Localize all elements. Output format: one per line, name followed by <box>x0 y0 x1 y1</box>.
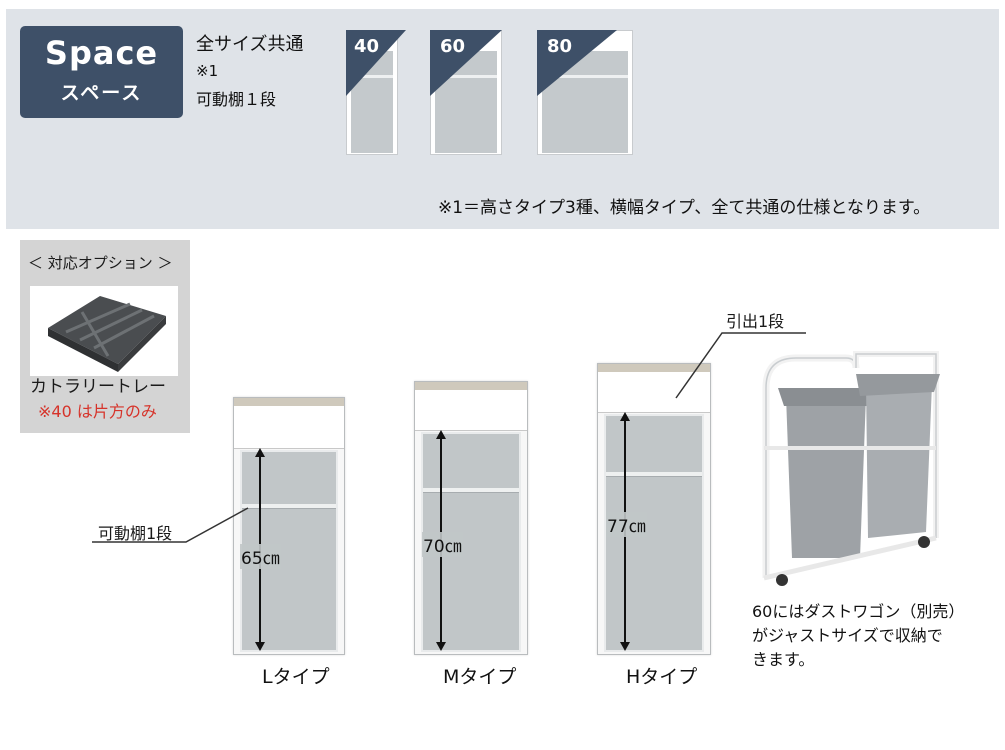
wagon-note-line-1: 60にはダストワゴン（別売） <box>752 602 965 621</box>
type-label-m: Mタイプ <box>443 666 517 688</box>
height-label-m: 70㎝ <box>422 532 463 557</box>
cutlery-tray-icon <box>48 296 166 372</box>
footnote-text: ※1＝高さタイプ3種、横幅タイプ、全て共通の仕様となります。 <box>438 198 931 218</box>
option-heading: ＜ 対応オプション ＞ <box>28 254 173 272</box>
wagon-note-line-3: きます。 <box>752 650 815 669</box>
drawer-callout-label: 引出1段 <box>726 312 785 331</box>
size-60-tag <box>430 30 502 96</box>
wagon-note-line-2: がジャストサイズで収納で <box>752 626 943 645</box>
cabinet-l-drawer <box>234 406 344 449</box>
space-title-en: Space <box>44 34 159 72</box>
space-title-jp: スペース <box>60 82 143 104</box>
height-label-l: 65㎝ <box>240 544 281 569</box>
common-shelf-text: 可動棚１段 <box>196 90 277 109</box>
size-80-cabinet: 80 <box>537 30 633 155</box>
type-label-l: Lタイプ <box>262 666 330 688</box>
size-40-tag <box>346 30 406 96</box>
dust-wagon-image <box>756 348 946 588</box>
cabinet-h-drawer <box>598 372 710 413</box>
size-60-cabinet: 60 <box>430 30 502 155</box>
cutlery-tray-image <box>30 286 178 376</box>
option-caution: ※40 は片方のみ <box>38 402 157 421</box>
option-name: カトラリートレー <box>30 377 166 397</box>
size-80-tag <box>537 30 617 96</box>
dust-wagon-icon <box>762 351 940 586</box>
common-heading: 全サイズ共通 <box>196 34 304 55</box>
cabinet-m-drawer <box>415 390 527 431</box>
cabinet-m-shelf <box>423 488 519 493</box>
shelf-callout-label: 可動棚1段 <box>98 524 173 543</box>
type-label-h: Hタイプ <box>626 666 698 688</box>
space-badge: Space スペース <box>20 26 183 118</box>
footnote-ref: ※1 <box>196 62 219 80</box>
size-60-label: 60 <box>440 36 466 57</box>
height-label-h: 77㎝ <box>606 512 647 537</box>
cabinet-l-shelf <box>242 504 336 509</box>
size-40-cabinet: 40 <box>346 30 406 155</box>
size-40-label: 40 <box>354 36 380 57</box>
cabinet-l <box>233 397 345 655</box>
cabinet-h-shelf <box>606 472 702 477</box>
size-80-label: 80 <box>547 36 573 57</box>
